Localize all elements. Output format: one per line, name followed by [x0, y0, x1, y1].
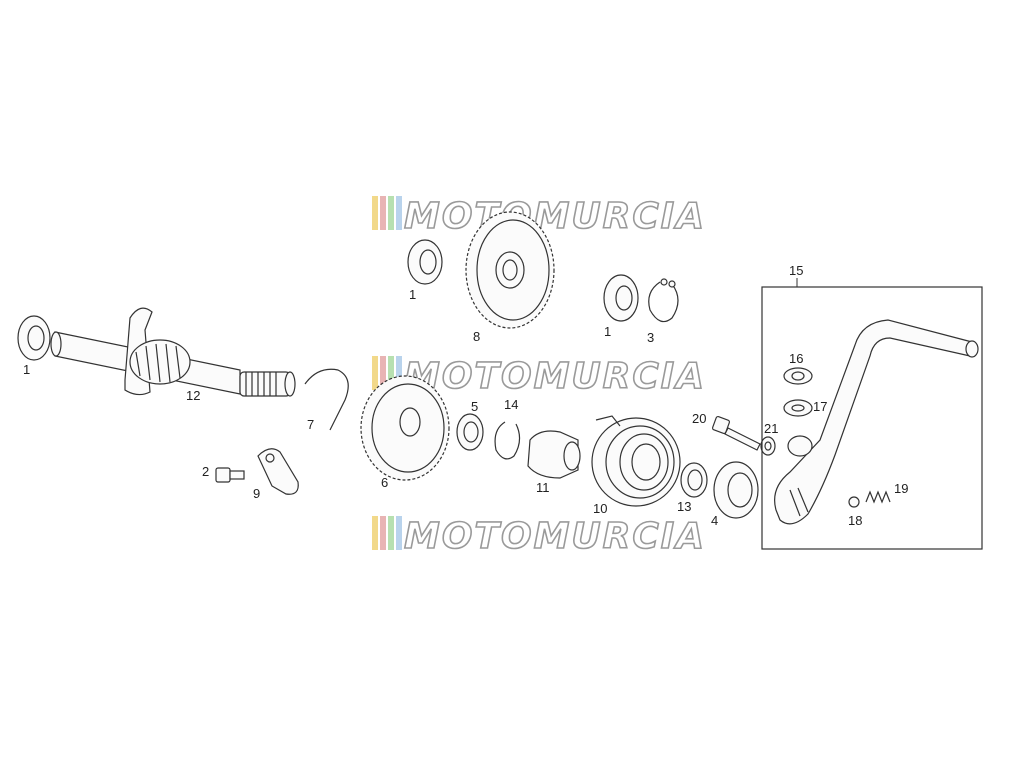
callout-2: 2: [202, 464, 209, 479]
callout-4: 4: [711, 513, 718, 528]
callout-14: 14: [504, 397, 518, 412]
callout-1: 1: [409, 287, 416, 302]
washer-left: [17, 315, 51, 361]
watermark-bottom: MOTOMURCIA: [372, 515, 706, 558]
pedal-washer: [760, 436, 776, 456]
washer-top: [407, 239, 443, 285]
callout-6: 6: [381, 475, 388, 490]
return-spring: [591, 415, 681, 507]
callout-8: 8: [473, 329, 480, 344]
thrust-washer: [456, 413, 484, 451]
callout-13: 13: [677, 499, 691, 514]
watermark-text: MOTOMURCIA: [404, 356, 706, 397]
pedal-seal: [783, 367, 813, 385]
callout-16: 16: [789, 351, 803, 366]
bolt-small: [215, 467, 245, 483]
callout-1: 1: [604, 324, 611, 339]
stopper-plate: [257, 448, 299, 495]
watermark-middle: MOTOMURCIA: [372, 355, 706, 398]
callout-labels: 1 1 1 2 3 4 5 6 7 8 9 10 11 12 13 14 15 …: [23, 263, 908, 528]
ratchet: [527, 430, 581, 479]
watermark-text: MOTOMURCIA: [404, 196, 706, 237]
spring-clip: [304, 368, 349, 431]
pedal-plate: [783, 399, 813, 417]
idler-gear: [465, 211, 555, 329]
callout-7: 7: [307, 417, 314, 432]
detent-spring: [865, 490, 891, 504]
watermark-top: MOTOMURCIA: [372, 195, 706, 238]
callout-11: 11: [536, 480, 550, 495]
oil-seal: [713, 461, 759, 519]
callout-10: 10: [593, 501, 607, 516]
circlip-small: [494, 421, 521, 460]
detent-ball: [848, 496, 860, 508]
watermark-text: MOTOMURCIA: [404, 516, 706, 557]
callout-17: 17: [813, 399, 827, 414]
callout-9: 9: [253, 486, 260, 501]
callout-18: 18: [848, 513, 862, 528]
washer-right: [603, 274, 639, 322]
callout-20: 20: [692, 411, 706, 426]
circlip: [648, 278, 679, 323]
kick-pedal-group: [761, 286, 983, 550]
callout-1: 1: [23, 362, 30, 377]
kickstart-shaft: [50, 307, 296, 397]
callout-12: 12: [186, 388, 200, 403]
callout-5: 5: [471, 399, 478, 414]
callout-21: 21: [764, 421, 778, 436]
callout-19: 19: [894, 481, 908, 496]
kickstart-gear: [360, 375, 450, 481]
spacer-washer: [680, 462, 708, 498]
callout-3: 3: [647, 330, 654, 345]
callout-15: 15: [789, 263, 803, 278]
pedal-bolt: [711, 415, 761, 451]
